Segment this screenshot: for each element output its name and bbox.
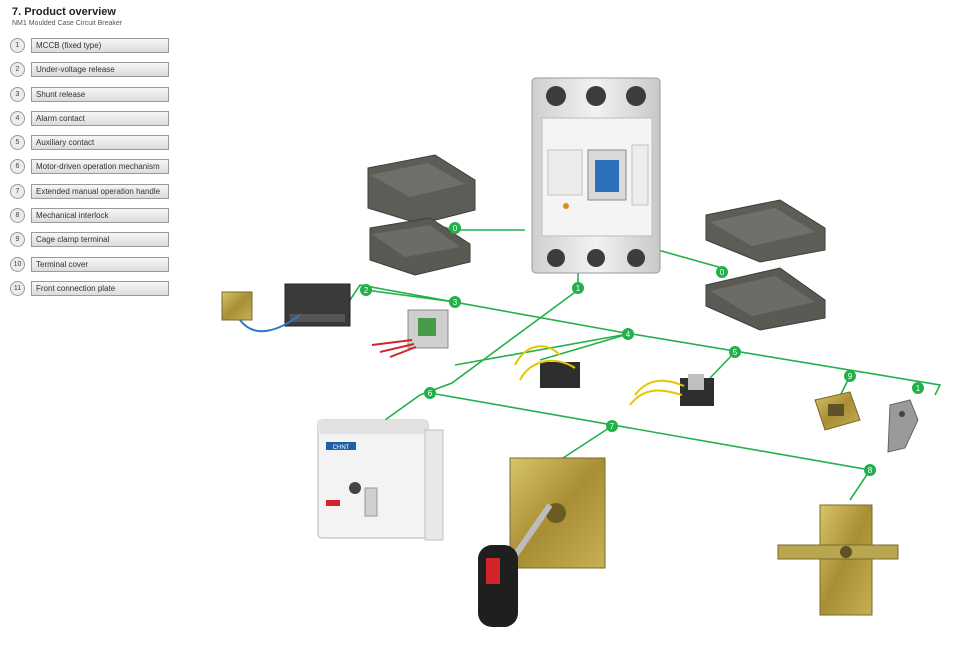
mechanical-interlock (777, 504, 899, 616)
svg-text:0: 0 (453, 224, 458, 233)
marker-interlock: 8 (864, 464, 876, 476)
motor-operation-mechanism: CHNT (317, 419, 444, 541)
svg-text:5: 5 (733, 348, 738, 357)
extended-manual-handle (478, 457, 606, 627)
connector-main-bus (349, 284, 942, 396)
legend-number: 4 (10, 110, 25, 126)
marker-auxiliary: 5 (729, 346, 741, 358)
connector-branch-handle (559, 425, 613, 461)
under-voltage-release (221, 283, 351, 333)
svg-text:2: 2 (364, 286, 369, 295)
legend-label: Terminal cover (31, 256, 169, 272)
number-markers: 0 0 1 2 3 4 5 6 7 8 9 1 (360, 222, 924, 476)
legend-number: 2 (10, 62, 25, 78)
svg-text:3: 3 (453, 298, 458, 307)
svg-text:1: 1 (576, 284, 581, 293)
marker-cover-right: 0 (716, 266, 728, 278)
legend-number: 5 (10, 135, 25, 151)
legend-item: 2 Under-voltage release (10, 62, 169, 78)
marker-handle: 7 (606, 420, 618, 432)
legend-label: Front connection plate (31, 280, 169, 296)
connector-hor-mid (454, 333, 629, 366)
marker-mccb: 1 (572, 282, 584, 294)
marker-shunt: 3 (449, 296, 461, 308)
marker-alarm: 4 (622, 328, 634, 340)
legend-label: Motor-driven operation mechanism (31, 159, 169, 175)
legend-number: 6 (10, 159, 25, 175)
legend-item: 6 Motor-driven operation mechanism (10, 159, 169, 175)
marker-cage: 9 (844, 370, 856, 382)
connector-branch-aux (709, 351, 736, 379)
legend-item: 10 Terminal cover (10, 256, 169, 272)
legend-item: 3 Shunt release (10, 86, 169, 102)
legend-number: 9 (10, 232, 25, 248)
marker-under-voltage: 2 (360, 284, 372, 296)
marker-cover-left: 0 (449, 222, 461, 234)
terminal-cover-left (367, 154, 476, 276)
legend-list: 1 MCCB (fixed type) 2 Under-voltage releas… (10, 38, 169, 305)
connector-bottom-bus (429, 392, 872, 501)
marker-plate: 1 (912, 382, 924, 394)
connector-branch-alarm (539, 333, 629, 361)
legend-label: Shunt release (31, 86, 169, 102)
svg-text:1: 1 (916, 384, 921, 393)
motor-brand-label: CHNT (333, 445, 350, 451)
legend-number: 1 (10, 38, 25, 53)
svg-text:6: 6 (428, 389, 433, 398)
legend-item: 5 Auxiliary contact (10, 135, 169, 151)
legend-label: Extended manual operation handle (31, 183, 169, 199)
mccb-breaker (531, 77, 661, 274)
legend-label: MCCB (fixed type) (31, 38, 169, 53)
legend-item: 9 Cage clamp terminal (10, 232, 169, 248)
legend-label: Alarm contact (31, 110, 169, 126)
legend-number: 7 (10, 183, 25, 199)
legend-item: 1 MCCB (fixed type) (10, 38, 169, 53)
marker-motor: 6 (424, 387, 436, 399)
legend-label: Under-voltage release (31, 62, 169, 78)
page-title: 7. Product overview (12, 6, 116, 18)
legend-item: 8 Mechanical interlock (10, 208, 169, 224)
connector-cover-right (657, 249, 723, 272)
svg-text:4: 4 (626, 330, 631, 339)
legend-number: 11 (10, 280, 25, 296)
shunt-release (371, 309, 449, 358)
legend-item: 7 Extended manual operation handle (10, 183, 169, 199)
svg-text:7: 7 (610, 422, 615, 431)
svg-text:0: 0 (720, 268, 725, 277)
terminal-cover-right (705, 199, 826, 331)
svg-text:8: 8 (868, 466, 873, 475)
svg-text:9: 9 (848, 372, 853, 381)
legend-label: Cage clamp terminal (31, 232, 169, 248)
legend-number: 3 (10, 86, 25, 102)
legend-number: 8 (10, 208, 25, 224)
front-connection-plate (887, 399, 919, 453)
alarm-contact (514, 345, 580, 388)
legend-item: 11 Front connection plate (10, 280, 169, 296)
legend-label: Auxiliary contact (31, 135, 169, 151)
legend-label: Mechanical interlock (31, 208, 169, 224)
auxiliary-contact (629, 374, 714, 406)
connector-branch-2-3 (365, 289, 456, 303)
cage-clamp-terminal (814, 391, 861, 431)
legend-item: 4 Alarm contact (10, 110, 169, 126)
legend-number: 10 (10, 256, 25, 272)
page-subtitle: NM1 Moulded Case Circuit Breaker (12, 20, 123, 27)
